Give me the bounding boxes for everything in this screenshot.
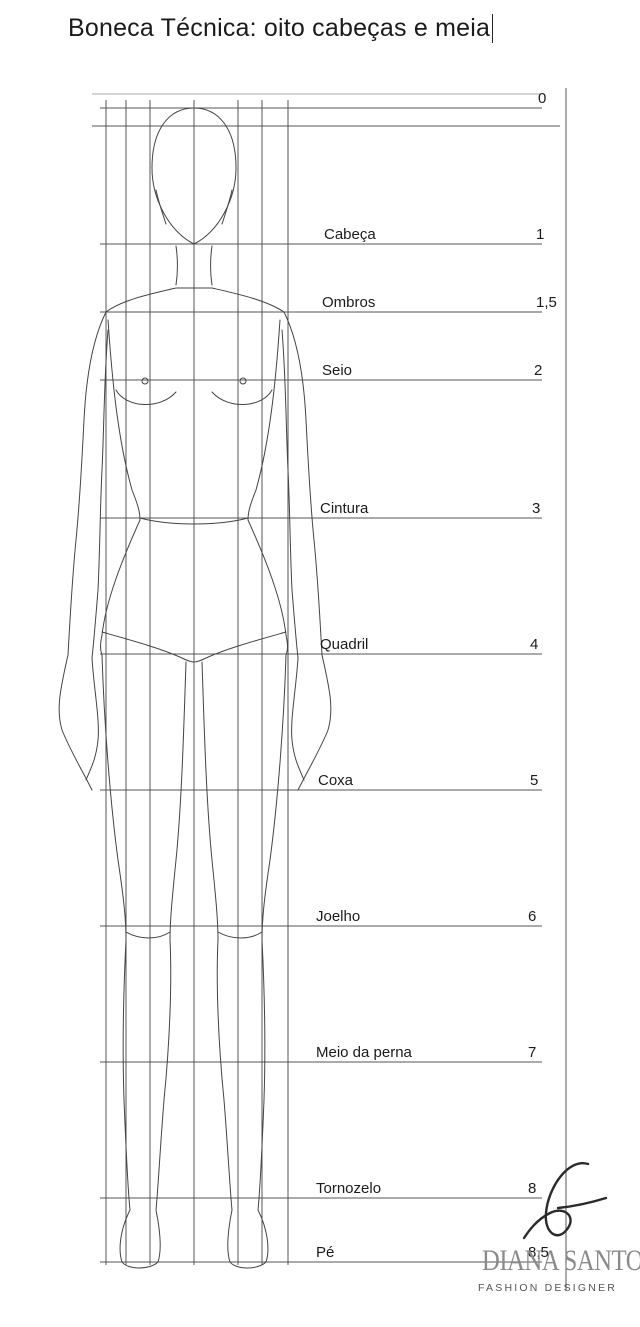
arm-right-inner <box>282 330 298 658</box>
hair-right <box>222 190 232 224</box>
neck-right <box>211 246 213 285</box>
scale-number: 6 <box>528 908 536 925</box>
fashion-figure-outline <box>59 108 331 1268</box>
scale-label: Quadril <box>320 636 368 653</box>
scale-number: 1 <box>536 226 544 243</box>
scale-label: Ombros <box>322 294 375 311</box>
scale-label: Pé <box>316 1244 334 1261</box>
scale-label: Joelho <box>316 908 360 925</box>
logo-name: DIANA SANTOS <box>482 1244 610 1278</box>
arm-left-outer <box>68 312 106 655</box>
scale-number: 3 <box>532 500 540 517</box>
scale-number: 4 <box>530 636 538 653</box>
logo-signature-mark <box>498 1158 618 1248</box>
arm-right-outer <box>284 312 322 655</box>
scale-number: 7 <box>528 1044 536 1061</box>
foot-right <box>230 1262 266 1268</box>
leg-right-outer <box>202 662 232 1262</box>
hair-left <box>156 190 166 224</box>
scale-number: 5 <box>530 772 538 789</box>
logo-subtitle: FASHION DESIGNER <box>478 1282 638 1294</box>
scale-label: Cabeça <box>324 226 376 243</box>
bust-left <box>116 390 176 405</box>
hand-right <box>292 655 331 790</box>
nipple-left <box>142 378 148 384</box>
scale-label: Meio da perna <box>316 1044 412 1061</box>
designer-logo: DIANA SANTOS FASHION DESIGNER <box>478 1158 638 1323</box>
bust-right <box>212 390 272 405</box>
knee-left <box>126 932 170 938</box>
torso-right <box>248 320 288 655</box>
scale-number: 0 <box>538 90 546 107</box>
neck-left <box>176 246 178 285</box>
scale-label: Seio <box>322 362 352 379</box>
scale-label: Coxa <box>318 772 353 789</box>
scale-number: 2 <box>534 362 542 379</box>
leg-left-inner <box>156 662 186 1262</box>
shoulder-line <box>106 288 284 312</box>
knee-right <box>218 932 262 938</box>
foot-left <box>122 1262 158 1268</box>
hand-left <box>59 655 98 790</box>
scale-number: 1,5 <box>536 294 557 311</box>
scale-label: Tornozelo <box>316 1180 381 1197</box>
nipple-right <box>240 378 246 384</box>
scale-label: Cintura <box>320 500 368 517</box>
